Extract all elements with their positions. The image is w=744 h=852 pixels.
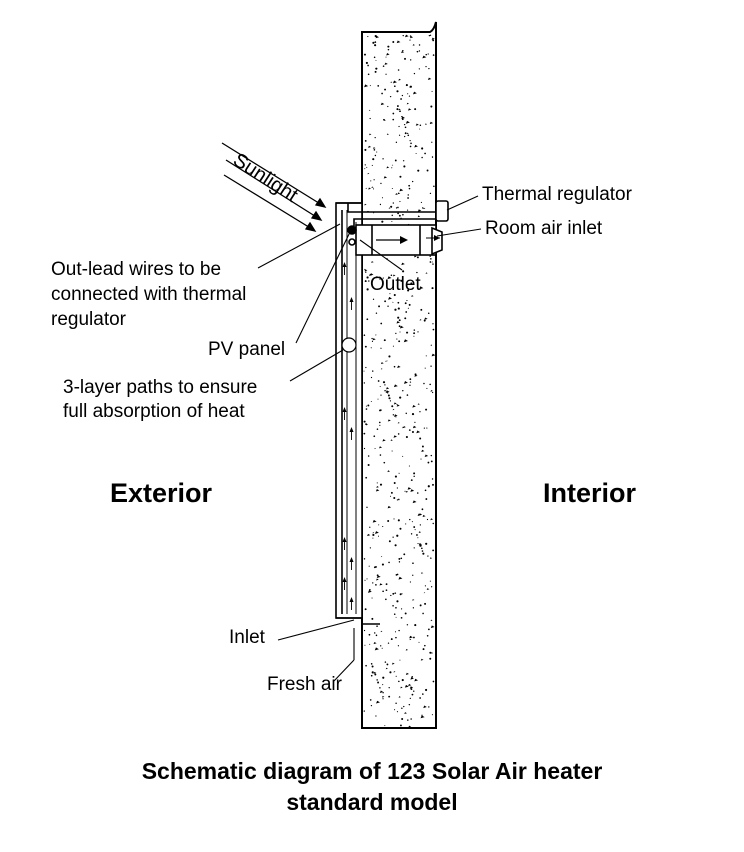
sunlight-rays [221, 142, 327, 232]
out-lead-wires-label-line2: connected with thermal [51, 284, 247, 305]
exterior-label: Exterior [110, 478, 213, 508]
paths-label-line1: 3-layer paths to ensure [63, 377, 258, 398]
caption-line1: Schematic diagram of 123 Solar Air heate… [141, 758, 603, 784]
out-lead-wires-label-line3: regulator [51, 309, 126, 330]
outlet-arrow [376, 236, 408, 244]
room-air-inlet-label: Room air inlet [485, 218, 603, 239]
airflow-arrows [342, 262, 354, 610]
outlet-label: Outlet [370, 274, 421, 295]
interior-label: Interior [543, 478, 637, 508]
fresh-air-label: Fresh air [267, 674, 342, 695]
paths-label-line2: full absorption of heat [63, 401, 245, 422]
inlet-label: Inlet [229, 627, 265, 648]
thermal-regulator-label: Thermal regulator [482, 184, 632, 205]
concrete-wall [361, 21, 437, 729]
caption-line2: standard model [286, 789, 458, 815]
leader-lines [257, 195, 482, 682]
out-lead-wires-label-line1: Out-lead wires to be [51, 259, 222, 280]
pv-panel-label: PV panel [208, 339, 286, 360]
